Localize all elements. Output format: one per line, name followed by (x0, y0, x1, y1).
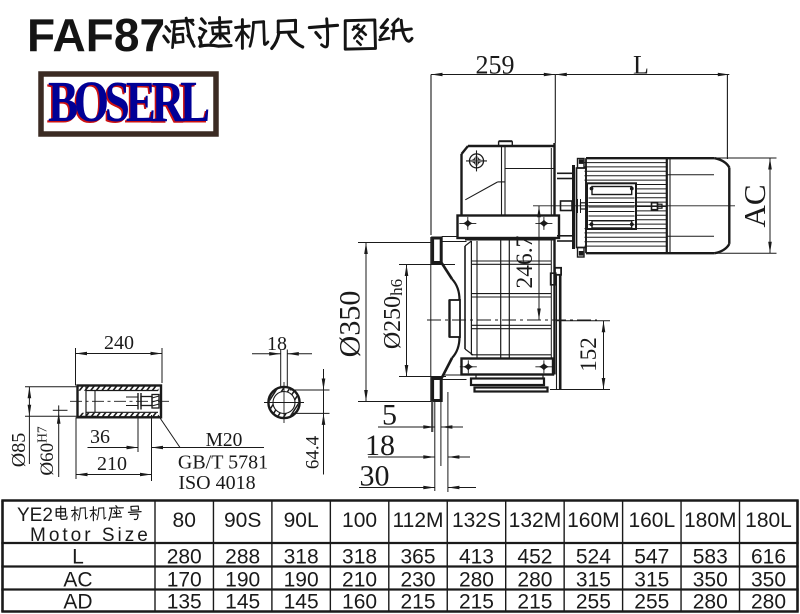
svg-text:YE2: YE2 (17, 505, 53, 526)
svg-text:280: 280 (693, 591, 728, 614)
svg-text:135: 135 (167, 591, 202, 614)
svg-text:315: 315 (576, 569, 611, 592)
svg-text:280: 280 (751, 591, 786, 614)
svg-text:210: 210 (97, 453, 127, 475)
svg-text:280: 280 (517, 569, 552, 592)
svg-text:255: 255 (634, 591, 669, 614)
svg-text:160M: 160M (567, 509, 620, 532)
svg-text:18: 18 (365, 429, 395, 462)
svg-text:190: 190 (284, 569, 319, 592)
svg-text:BOSERL: BOSERL (48, 71, 210, 135)
svg-text:210: 210 (342, 569, 377, 592)
svg-text:240: 240 (104, 332, 134, 354)
svg-text:452: 452 (517, 546, 552, 569)
svg-text:112M: 112M (393, 509, 444, 532)
svg-text:64.4: 64.4 (303, 435, 324, 469)
svg-text:180M: 180M (684, 509, 737, 532)
svg-text:280: 280 (167, 546, 202, 569)
svg-text:350: 350 (693, 569, 728, 592)
svg-text:AD: AD (63, 591, 92, 614)
svg-text:18: 18 (267, 333, 287, 355)
svg-text:215: 215 (401, 591, 436, 614)
svg-text:132S: 132S (452, 509, 501, 532)
svg-text:160: 160 (342, 591, 377, 614)
svg-text:132M: 132M (509, 509, 562, 532)
svg-text:Ø350: Ø350 (334, 291, 367, 358)
svg-text:315: 315 (634, 569, 669, 592)
svg-text:30: 30 (360, 460, 390, 493)
svg-text:170: 170 (167, 569, 202, 592)
svg-text:100: 100 (342, 509, 377, 532)
svg-text:180L: 180L (745, 509, 792, 532)
svg-text:318: 318 (342, 546, 377, 569)
svg-text:230: 230 (401, 569, 436, 592)
svg-text:AC: AC (737, 184, 772, 227)
svg-text:80: 80 (173, 509, 196, 532)
svg-text:259: 259 (476, 51, 515, 80)
svg-text:M20: M20 (206, 430, 243, 451)
svg-text:413: 413 (459, 546, 494, 569)
svg-text:524: 524 (576, 546, 611, 569)
svg-text:145: 145 (284, 591, 319, 614)
svg-text:90L: 90L (284, 509, 319, 532)
svg-text:GB/T 5781: GB/T 5781 (178, 452, 268, 474)
svg-text:616: 616 (751, 546, 786, 569)
svg-text:Ø85: Ø85 (8, 433, 30, 467)
svg-text:90S: 90S (224, 509, 261, 532)
svg-text:145: 145 (225, 591, 260, 614)
svg-text:246.7: 246.7 (512, 235, 538, 288)
svg-text:215: 215 (517, 591, 552, 614)
svg-text:L: L (72, 546, 84, 569)
svg-text:L: L (633, 51, 649, 80)
svg-text:Motor Size: Motor Size (30, 525, 151, 546)
svg-text:350: 350 (751, 569, 786, 592)
svg-text:255: 255 (576, 591, 611, 614)
svg-text:5: 5 (382, 399, 397, 432)
svg-text:160L: 160L (628, 509, 675, 532)
svg-text:318: 318 (284, 546, 319, 569)
svg-text:FAF87: FAF87 (27, 9, 165, 61)
svg-text:288: 288 (225, 546, 260, 569)
svg-text:547: 547 (634, 546, 669, 569)
svg-text:215: 215 (459, 591, 494, 614)
svg-text:365: 365 (401, 546, 436, 569)
svg-text:152: 152 (576, 337, 601, 372)
svg-text:36: 36 (90, 426, 110, 448)
svg-text:BOSERL: BOSERL (46, 72, 208, 136)
svg-text:190: 190 (225, 569, 260, 592)
svg-text:280: 280 (459, 569, 494, 592)
svg-text:AC: AC (63, 569, 92, 592)
svg-text:583: 583 (693, 546, 728, 569)
svg-text:ISO 4018: ISO 4018 (178, 472, 255, 494)
